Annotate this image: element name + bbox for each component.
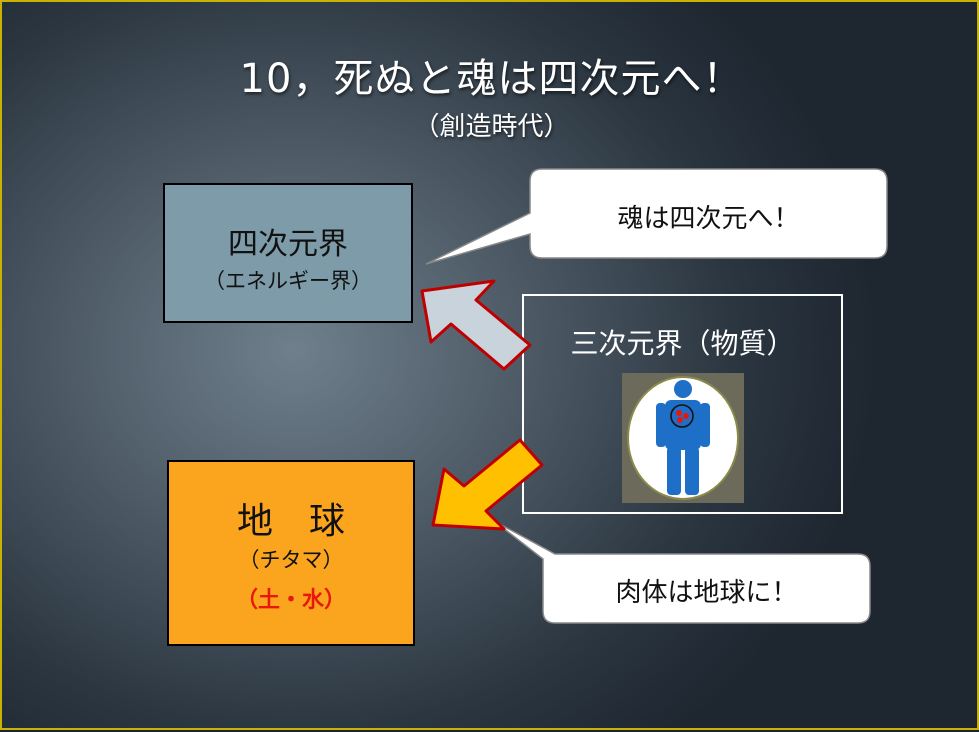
earth-sublabel: （チタマ） bbox=[238, 548, 344, 572]
body-callout-bubble bbox=[493, 520, 871, 624]
soul-arrow bbox=[420, 279, 532, 371]
four-dimension-box: 四次元界 （エネルギー界） bbox=[163, 183, 413, 323]
slide-subtitle: （創造時代） bbox=[413, 112, 570, 142]
soul-callout-bubble bbox=[425, 168, 888, 265]
earth-label: 地 球 bbox=[236, 501, 345, 542]
slide-title: 10，死ぬと魂は四次元へ！ bbox=[239, 56, 744, 102]
body-callout-text: 肉体は地球に！ bbox=[615, 578, 798, 608]
soul-callout-text: 魂は四次元へ！ bbox=[617, 204, 800, 234]
human-body-icon bbox=[622, 373, 744, 503]
earth-elements: （土・水） bbox=[235, 588, 346, 613]
body-arrow bbox=[431, 438, 544, 531]
four-dimension-label: 四次元界 bbox=[228, 227, 348, 262]
four-dimension-sublabel: （エネルギー界） bbox=[204, 269, 372, 293]
earth-box: 地 球 （チタマ） （土・水） bbox=[167, 460, 415, 646]
three-dimension-box: 三次元界（物質） bbox=[522, 294, 843, 514]
three-dimension-label: 三次元界（物質） bbox=[570, 327, 795, 360]
